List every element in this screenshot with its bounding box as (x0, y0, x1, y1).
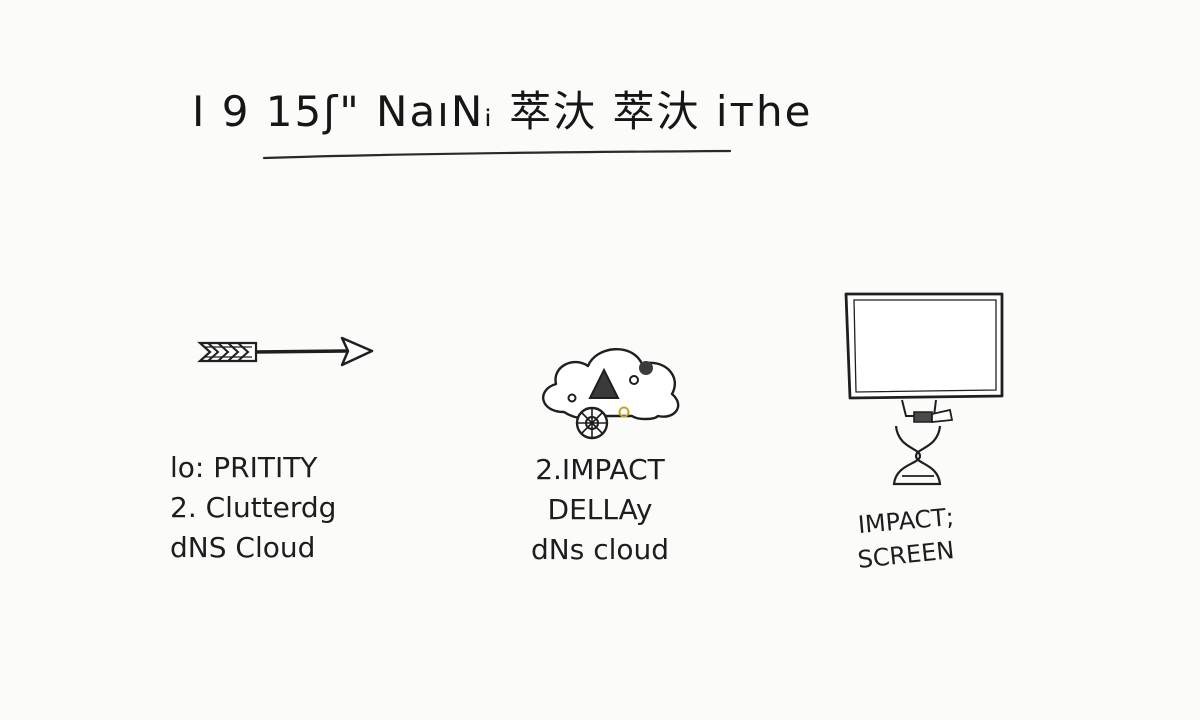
column-1-line-1: lo: PRITITY (170, 451, 318, 484)
column-3-text: IMPACT; SCREEN (836, 503, 976, 574)
arrow-icon (197, 336, 374, 367)
monitor-hourglass-icon (844, 292, 1004, 486)
title-underline (262, 149, 732, 160)
column-1-text: lo: PRITITY 2. Clutterdg dNS Cloud (170, 448, 336, 568)
column-2-line-3: dNs cloud (530, 533, 670, 566)
cloud-settings-icon (542, 348, 680, 440)
column-1-line-3: dNS Cloud (170, 531, 316, 564)
column-2-line-1: 2.IMPACT (535, 453, 665, 486)
diagram-title: I 9 15ʃ" NаıNᵢ 萃汏 萃汏 iтhe (192, 87, 813, 136)
column-2-line-2: DELLAy (547, 493, 653, 526)
column-1-line-2: 2. Clutterdg (170, 491, 337, 524)
column-2-text: 2.IMPACT DELLAy dNs cloud (516, 450, 684, 570)
